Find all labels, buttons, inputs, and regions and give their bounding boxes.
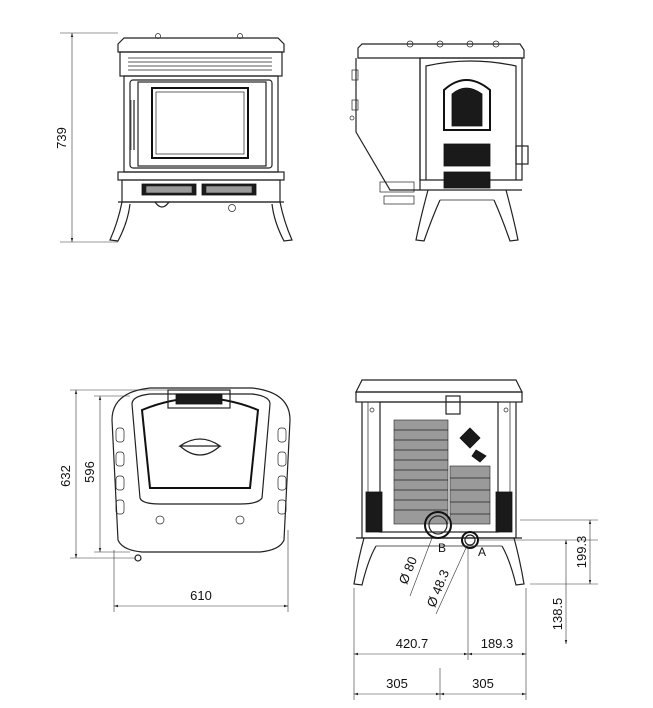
diameter-b-label: Ø 80 <box>396 554 420 586</box>
top-view <box>111 387 291 562</box>
outlet-height-label: 199.3 <box>574 536 589 569</box>
front-view <box>109 33 293 242</box>
inlet-height-label: 138.5 <box>550 598 565 631</box>
depth-outer-label: 632 <box>58 465 73 487</box>
half-right-label: 305 <box>472 676 494 691</box>
top-view-vents <box>115 427 287 515</box>
rear-grille <box>393 419 491 525</box>
right-offset-label: 189.3 <box>481 636 514 651</box>
label-a: A <box>478 545 486 559</box>
label-b: B <box>438 541 446 555</box>
top-view-dimensions: 632 596 610 <box>58 389 289 612</box>
width-label: 610 <box>190 588 212 603</box>
half-left-label: 305 <box>386 676 408 691</box>
side-view <box>349 40 529 242</box>
height-label: 739 <box>54 127 69 149</box>
top-grille <box>128 57 272 71</box>
left-offset-label: 420.7 <box>396 636 429 651</box>
flue-outlet-b <box>424 511 452 539</box>
rear-dimensions: 199.3 138.5 420.7 189.3 305 305 <box>353 519 598 700</box>
height-dimension: 739 <box>54 32 118 243</box>
rear-annotations: B A Ø 80 Ø 48.3 <box>396 537 486 615</box>
depth-inner-label: 596 <box>82 461 97 483</box>
rear-view <box>353 379 525 586</box>
